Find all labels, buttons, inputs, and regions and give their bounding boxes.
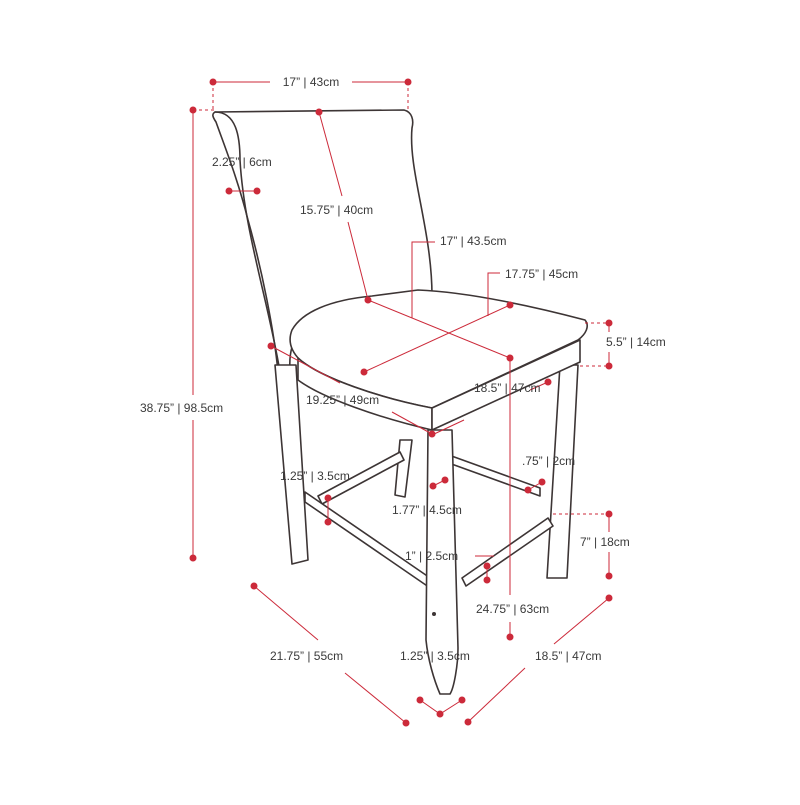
- endpoint-dot: [360, 368, 368, 376]
- endpoint-dot: [429, 482, 437, 490]
- seat-cushion-right: [431, 339, 581, 431]
- dim-base-width-upper: [553, 597, 610, 645]
- endpoint-dot: [605, 594, 613, 602]
- label-cushion-thickness: 5.5” | 14cm: [606, 335, 666, 349]
- endpoint-dot: [402, 719, 410, 727]
- dimension-labels: 17” | 43cm 2.25” | 6cm 15.75” | 40cm 17”…: [140, 75, 666, 663]
- chair-drawing: [212, 109, 588, 695]
- label-back-height: 15.75” | 40cm: [300, 203, 373, 217]
- front-left-leg: [274, 364, 309, 565]
- endpoint-dot: [524, 486, 532, 494]
- endpoint-dot: [209, 78, 217, 86]
- back-right-leg: [546, 364, 579, 579]
- endpoint-dot: [605, 572, 613, 580]
- endpoint-dot: [464, 718, 472, 726]
- label-frame-thickness: 2.25” | 6cm: [212, 155, 272, 169]
- endpoint-dot: [364, 296, 372, 304]
- endpoint-dot: [506, 301, 514, 309]
- label-leg-width: 1.25” | 3.5cm: [400, 649, 470, 663]
- label-footrest-height: 7” | 18cm: [580, 535, 630, 549]
- endpoint-dot: [544, 378, 552, 386]
- endpoint-dot: [506, 633, 514, 641]
- dim-seat-width-inner: [363, 304, 511, 373]
- dimension-lines: [192, 81, 610, 724]
- back-left-leg: [394, 439, 413, 498]
- dim-base-depth-lower: [344, 672, 407, 724]
- dim-seat-depth-leader: [411, 241, 435, 318]
- dim-seat-width-leader: [487, 272, 500, 316]
- dimension-endpoints: [189, 78, 613, 727]
- label-stretcher-thickness: .75” | 2cm: [522, 454, 575, 468]
- dim-seat-side-depth-right: [391, 411, 433, 435]
- endpoint-dot: [324, 518, 332, 526]
- dim-back-height-upper: [318, 111, 343, 197]
- dim-seat-side-depth-left: [270, 345, 341, 384]
- endpoint-dot: [253, 187, 261, 195]
- label-back-width: 17” | 43cm: [283, 75, 339, 89]
- leg-screw: [432, 612, 436, 616]
- dim-back-height-lower: [347, 221, 369, 301]
- label-base-width: 18.5” | 47cm: [535, 649, 601, 663]
- endpoint-dot: [441, 476, 449, 484]
- dim-base-width-lower: [467, 667, 526, 723]
- label-overall-height: 38.75” | 98.5cm: [140, 401, 223, 415]
- endpoint-dot: [416, 696, 424, 704]
- endpoint-dot: [483, 562, 491, 570]
- label-leg-gap: 1.77” | 4.5cm: [392, 503, 462, 517]
- endpoint-dot: [605, 319, 613, 327]
- endpoint-dot: [605, 510, 613, 518]
- endpoint-dot: [189, 554, 197, 562]
- endpoint-dot: [267, 342, 275, 350]
- label-seat-side-depth: 19.25” | 49cm: [306, 393, 379, 407]
- label-seat-height: 24.75” | 63cm: [476, 602, 549, 616]
- dim-seat-front-width-left: [431, 419, 465, 436]
- endpoint-dot: [250, 582, 258, 590]
- footrest-right: [461, 517, 554, 587]
- label-seat-front-width: 18.5” | 47cm: [474, 381, 540, 395]
- endpoint-dot: [428, 430, 436, 438]
- endpoint-dot: [538, 478, 546, 486]
- endpoint-dot: [324, 494, 332, 502]
- endpoint-dot: [506, 354, 514, 362]
- endpoint-dot: [315, 108, 323, 116]
- endpoint-dot: [189, 106, 197, 114]
- front-corner-leg: [425, 429, 459, 695]
- endpoint-dot: [483, 576, 491, 584]
- label-seat-width-inner: 17.75” | 45cm: [505, 267, 578, 281]
- label-seat-depth-inner: 17” | 43.5cm: [440, 234, 506, 248]
- label-base-depth: 21.75” | 55cm: [270, 649, 343, 663]
- back-frame-edge: [214, 111, 281, 373]
- dim-base-depth-upper: [253, 585, 319, 641]
- label-stretcher-height: 1.25” | 3.5cm: [280, 469, 350, 483]
- endpoint-dot: [458, 696, 466, 704]
- endpoint-dot: [605, 362, 613, 370]
- endpoint-dot: [404, 78, 412, 86]
- dim-seat-depth-inner: [367, 299, 511, 359]
- endpoint-dot: [436, 710, 444, 718]
- label-footrest-thickness: 1” | 2.5cm: [405, 549, 458, 563]
- endpoint-dot: [225, 187, 233, 195]
